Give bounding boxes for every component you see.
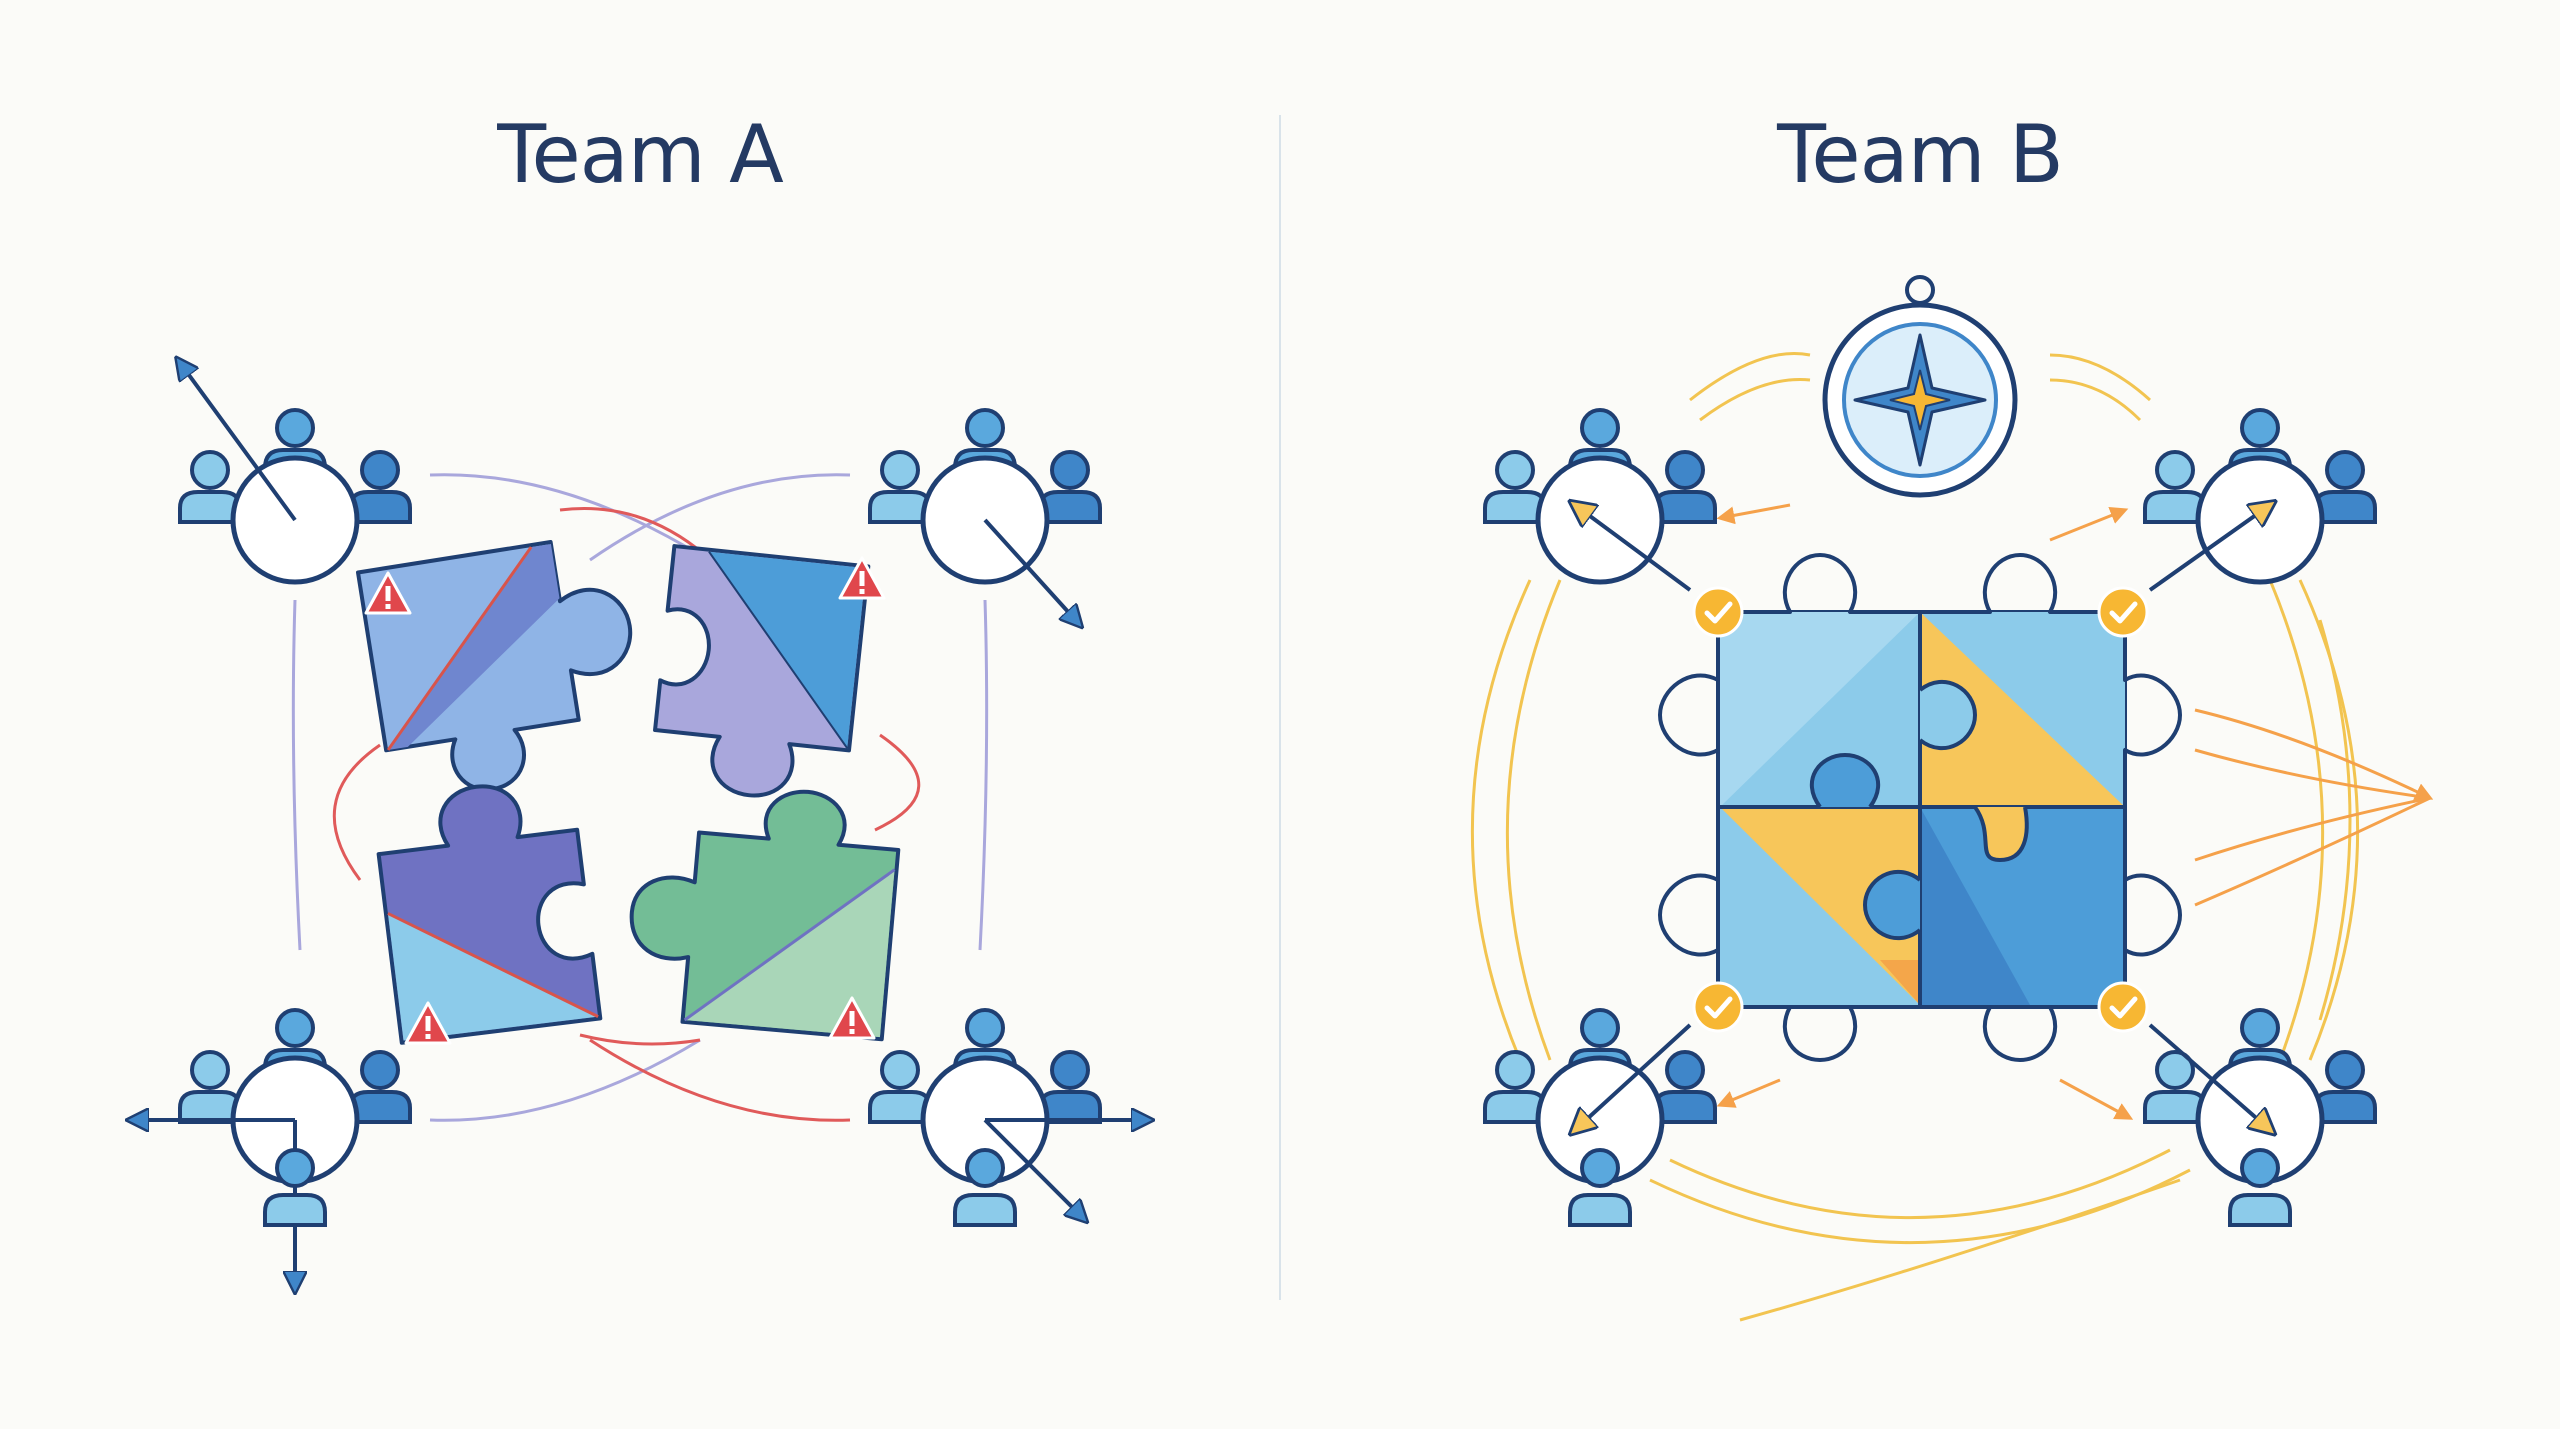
puzzle-piece-bottom-left (376, 784, 603, 1045)
puzzle-piece-bottom-right (629, 789, 901, 1042)
team-group-icon (178, 360, 410, 582)
check-circle-icon (1694, 983, 1742, 1031)
team-group-icon (870, 1010, 1150, 1227)
team-b-rings (1470, 351, 2360, 1322)
team-b-compass (1822, 275, 2018, 498)
check-circle-icon (2099, 588, 2147, 636)
check-circle-icon (1694, 588, 1742, 636)
team-group-icon (2145, 1010, 2375, 1227)
team-group-icon (2145, 410, 2375, 592)
team-a-connections (291, 473, 989, 1122)
puzzle-piece-top-right (653, 544, 871, 798)
compass-icon (1822, 275, 2018, 498)
team-b-puzzle (1658, 553, 2182, 1062)
team-group-icon (1485, 410, 1715, 592)
team-group-icon (130, 1010, 410, 1290)
team-a-title: Team A (497, 108, 784, 201)
puzzle-piece-top-left (355, 539, 633, 792)
team-a-puzzle-pieces (355, 539, 901, 1045)
team-a-groups (130, 360, 1150, 1290)
check-circle-icon (2099, 983, 2147, 1031)
panel-divider (1279, 115, 1281, 1300)
puzzle-piece-top-right (1918, 610, 2127, 809)
team-group-icon (1485, 1010, 1715, 1227)
team-b-title: Team B (1777, 108, 2064, 201)
team-b-groups (1485, 410, 2375, 1227)
team-group-icon (870, 410, 1100, 625)
team-b-flow-arrows (1716, 503, 2434, 1120)
